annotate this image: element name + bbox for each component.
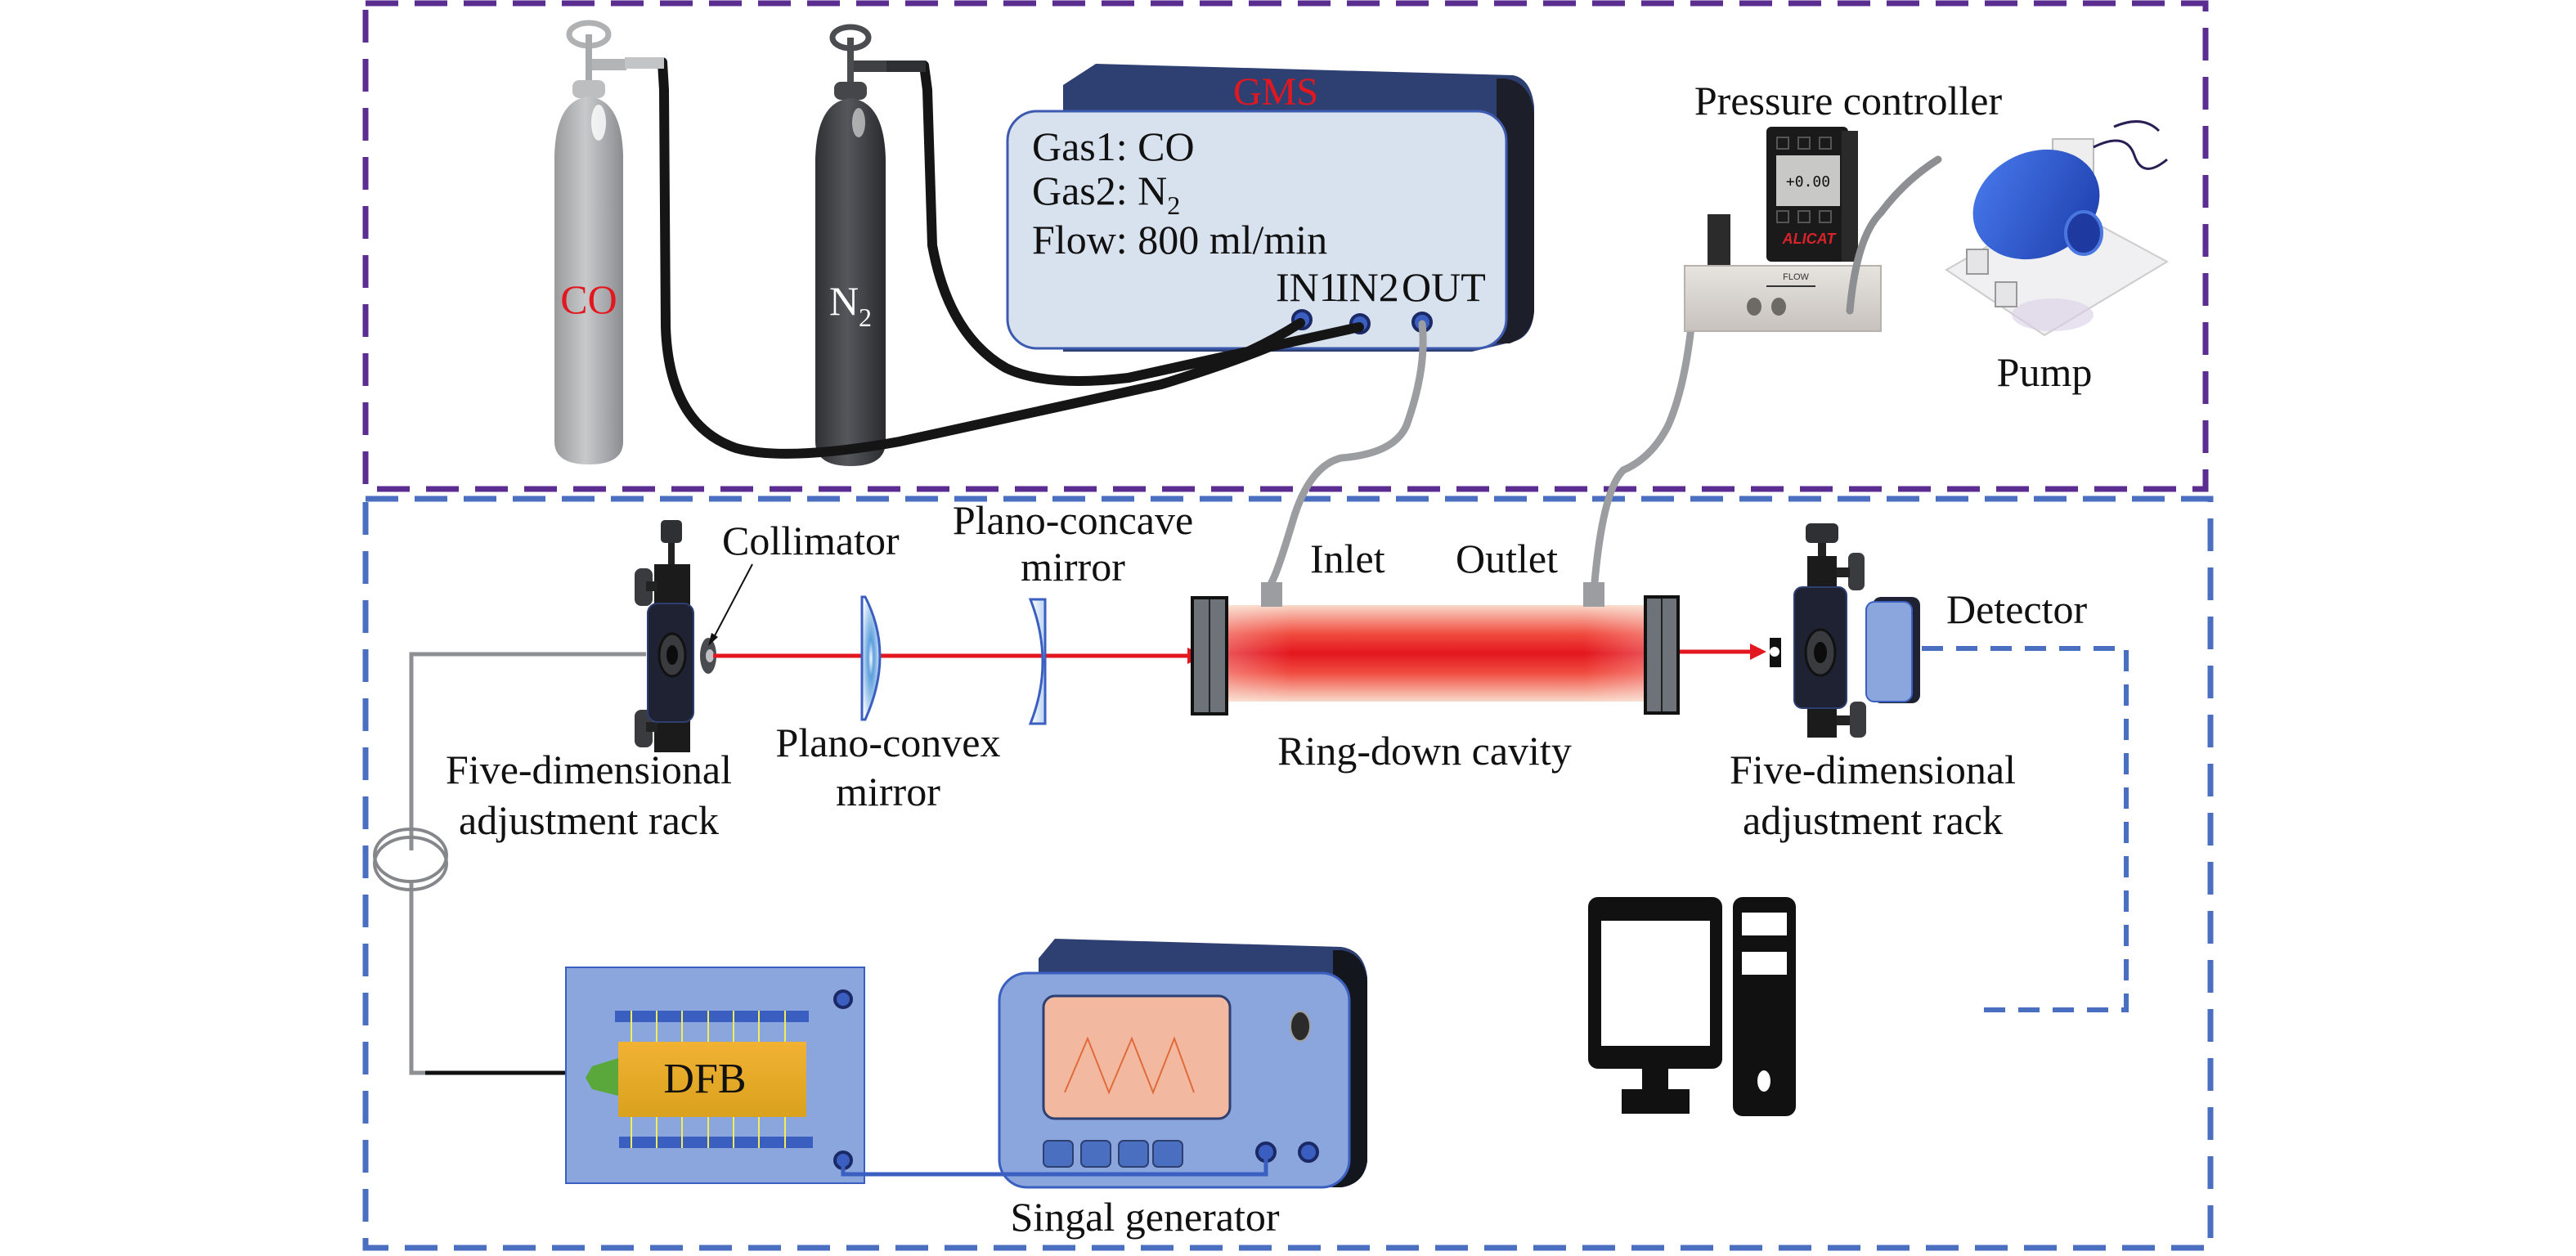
signal-generator — [998, 939, 1367, 1189]
dfb-label: DFB — [663, 1056, 746, 1102]
plano-concave-mirror — [1028, 598, 1047, 725]
co-cylinder-label: CO — [560, 276, 617, 322]
collimator-pointer-arrow — [711, 563, 753, 643]
gms-port-in2-label: IN2 — [1335, 264, 1399, 310]
cavity-inlet-label: Inlet — [1310, 536, 1385, 581]
plano-concave-label-line2: mirror — [1021, 544, 1125, 590]
optical-panel-border — [362, 496, 2214, 1251]
pressure-controller-display — [1776, 155, 1840, 206]
pressure-controller-label: Pressure controller — [1694, 78, 2003, 123]
dfb-chip — [618, 1042, 806, 1117]
signal-generator-label: Singal generator — [1010, 1194, 1279, 1240]
signal-generator-button-3 — [1118, 1140, 1149, 1168]
plano-convex-mirror — [860, 595, 882, 721]
gms-to-inlet-tube — [1268, 320, 1427, 586]
detector-to-computer-link — [1922, 646, 2129, 1012]
signal-generator-button-4 — [1152, 1140, 1183, 1168]
pressure-controller: Pressure controller +0.00 ALICAT FLOW — [1684, 78, 2003, 332]
n2-cylinder-label: N2 — [829, 278, 872, 332]
desktop-computer-icon — [1588, 897, 1796, 1116]
fiber-coil-icon — [373, 828, 448, 891]
detector-label: Detector — [1946, 586, 2087, 632]
cavity-outlet-port — [1583, 582, 1604, 607]
signal-generator-screen — [1042, 994, 1232, 1120]
plano-concave-label-line1: Plano-concave — [953, 497, 1193, 543]
right-rack-label-line2: adjustment rack — [1743, 797, 2003, 843]
pressure-controller-reading: +0.00 — [1786, 173, 1830, 191]
plano-convex-label-line2: mirror — [836, 769, 940, 814]
pressure-controller-to-outlet-tube — [1591, 307, 1697, 586]
gms-title: GMS — [1233, 70, 1318, 114]
detector — [1865, 597, 1920, 703]
left-rack-label-line1: Five-dimensional — [446, 747, 732, 792]
cavity-outlet-label: Outlet — [1456, 536, 1558, 581]
gms-port-in1-label: IN1 — [1276, 264, 1340, 310]
cavity-inlet-port — [1261, 582, 1282, 607]
gms-gas2-text: Gas2: N2 — [1032, 168, 1180, 220]
left-adjustment-rack — [635, 520, 716, 752]
left-rack-label-line2: adjustment rack — [459, 797, 719, 843]
right-adjustment-rack — [1770, 523, 1866, 738]
gas-panel-border — [362, 0, 2209, 492]
co-cylinder: CO — [554, 20, 626, 464]
right-rack-label-line1: Five-dimensional — [1730, 747, 2016, 792]
collimator-label: Collimator — [722, 518, 900, 563]
cavity-label: Ring-down cavity — [1277, 728, 1572, 774]
dfb-laser-module: DFB — [565, 967, 865, 1184]
gms-flow-text: Flow: 800 ml/min — [1032, 217, 1327, 262]
plano-convex-label-line1: Plano-convex — [776, 720, 1001, 765]
svg-text:FLOW: FLOW — [1783, 272, 1809, 282]
signal-generator-button-2 — [1080, 1140, 1111, 1168]
pump-label: Pump — [1997, 349, 2093, 395]
gms-gas1-text: Gas1: CO — [1032, 123, 1195, 169]
ring-down-cavity — [1191, 582, 1680, 715]
dfb-fiber-connector — [586, 1058, 618, 1096]
gms-port-out-label: OUT — [1402, 264, 1486, 310]
signal-generator-button-1 — [1043, 1140, 1074, 1168]
dfb-to-signal-generator-cable — [841, 1152, 1268, 1177]
gms-gas-mixing-system: GMS Gas1: CO Gas2: N2 Flow: 800 ml/min I… — [1006, 64, 1534, 352]
n2-gas-hose — [919, 61, 1362, 386]
n2-cylinder: N2 — [815, 24, 886, 466]
vacuum-pump: Pump — [1945, 120, 2170, 395]
pressure-controller-brand: ALICAT — [1782, 231, 1838, 247]
triangle-waveform — [1064, 1036, 1195, 1095]
